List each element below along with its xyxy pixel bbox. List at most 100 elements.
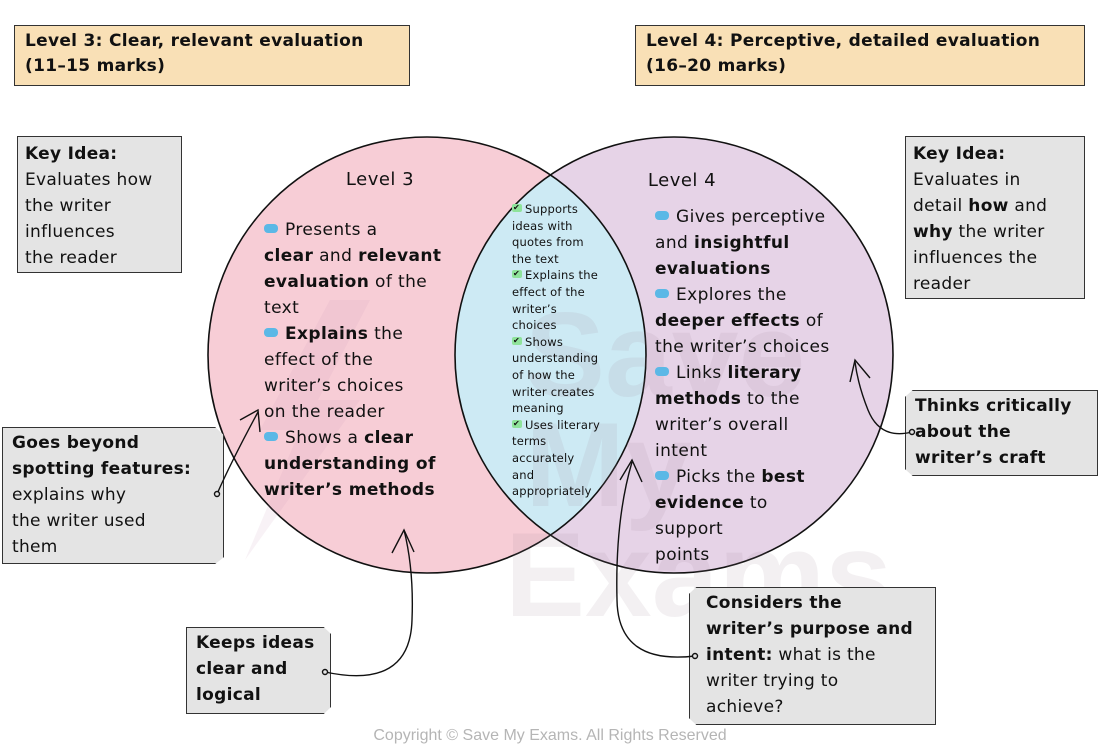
criterion-line: Supports (512, 200, 622, 218)
criterion-line: understanding (512, 351, 599, 366)
callout-line: achieve? (706, 697, 784, 717)
criterion-line: writer’s methods (264, 477, 464, 503)
text-run: Uses literary (525, 417, 601, 432)
key-idea-right-line: reader (913, 274, 971, 294)
text-run: of the (369, 272, 428, 292)
criterion-line: evaluations (655, 256, 865, 282)
callout-line-bold: clear and (196, 659, 288, 679)
key-idea-left-title: Key Idea: (25, 144, 118, 164)
text-run-bold: evidence (655, 493, 745, 513)
checkmark-icon (512, 200, 522, 217)
callout-line: explains why (12, 485, 127, 505)
callout-line-bold: logical (196, 685, 261, 705)
criterion-line: of how the (512, 367, 575, 382)
criterion-line: deeper effects of (655, 308, 865, 334)
callout-thinks-critically: Thinks critically about the writer’s cra… (905, 390, 1098, 476)
criterion-line: writer’s (512, 301, 557, 316)
callout-line-bold: writer’s purpose and (706, 619, 913, 639)
text-run: the (368, 324, 404, 344)
level3-title: Level 3 (345, 169, 415, 190)
text-run: what is the (772, 645, 876, 665)
text-run: detail (913, 196, 969, 216)
callout-goes-beyond: Goes beyond spotting features: explains … (2, 427, 224, 564)
criterion-line: the text (512, 251, 559, 266)
text-run: Links (676, 363, 728, 383)
criterion-line: accurately (512, 450, 575, 465)
text-run: Supports (525, 202, 579, 216)
key-idea-right-line: Evaluates in (913, 170, 1021, 190)
key-idea-left-line: influences (25, 222, 115, 242)
level4-banner: Level 4: Perceptive, detailed evaluation… (635, 25, 1085, 86)
text-run-bold: literary (727, 363, 802, 383)
overlap-region (455, 137, 646, 573)
text-run: Shows a (285, 428, 365, 448)
callout-line: writer trying to (706, 671, 839, 691)
text-run: Gives perceptive (676, 207, 826, 227)
text-run-bold: Explains (285, 324, 369, 344)
criterion-line: Shows a clear (264, 425, 464, 451)
shared-criterion-item: Uses literarytermsaccuratelyandappropria… (512, 416, 622, 500)
text-run: Explores the (676, 285, 787, 305)
text-run: and (1008, 196, 1048, 216)
text-run-bold: clear (264, 246, 314, 266)
text-run: writer’s choices (264, 376, 404, 396)
callout-considers-purpose: Considers the writer’s purpose and inten… (689, 587, 936, 725)
bullet-icon (655, 471, 669, 480)
criterion-line: Uses literary (512, 416, 622, 434)
criterion-line: writer’s choices (264, 373, 464, 399)
callout-line: intent: what is the (706, 642, 926, 668)
text-run-bold: how (968, 196, 1009, 216)
watermark-bolt-icon (245, 300, 370, 560)
text-run: Presents a (285, 220, 378, 240)
key-idea-left-line: the writer (25, 196, 112, 216)
key-idea-right: Key Idea: Evaluates in detail how and wh… (905, 136, 1085, 299)
callout-line-bold: Considers the (706, 593, 842, 613)
level4-title: Level 4 (647, 170, 717, 191)
text-run-bold: relevant (358, 246, 442, 266)
callout-line-bold: Keeps ideas (196, 633, 315, 653)
text-run-bold: best (761, 467, 805, 487)
criterion-line: writer’s overall (655, 412, 865, 438)
text-run: support (655, 519, 724, 539)
criterion-line: meaning (512, 401, 564, 416)
level3-circle-outline (207, 136, 647, 574)
bullet-icon (264, 224, 278, 233)
criterion-line: Explains the (264, 321, 464, 347)
level3-banner-marks: (11–15 marks) (25, 56, 166, 76)
level3-banner-title: Level 3: Clear, relevant evaluation (25, 31, 364, 51)
text-run: to (744, 493, 768, 513)
text-run-bold: clear (364, 428, 414, 448)
callout-line: the writer used (12, 511, 146, 531)
criterion-line: the writer’s choices (655, 334, 865, 360)
key-idea-left-line: the reader (25, 248, 118, 268)
criterion-line: Presents a (264, 217, 464, 243)
text-run: the writer’s choices (655, 337, 830, 357)
key-idea-right-line: detail how and (913, 193, 1077, 219)
callout-line-bold: about the (915, 422, 1011, 442)
text-run-bold: evaluation (264, 272, 370, 292)
criterion-line: effect of the (512, 284, 585, 299)
text-run-bold: writer’s methods (264, 480, 436, 500)
text-run: and (655, 233, 694, 253)
checkmark-icon (512, 416, 522, 432)
criterion-line: methods to the (655, 386, 865, 412)
criterion-line: Gives perceptive (655, 204, 865, 230)
criterion-line: Picks the best (655, 464, 865, 490)
criterion-line: Shows (512, 333, 622, 351)
criterion-line: and insightful (655, 230, 865, 256)
level4-banner-marks: (16–20 marks) (646, 56, 787, 76)
text-run: points (655, 545, 710, 565)
bullet-icon (655, 289, 669, 298)
criterion-line: understanding of (264, 451, 464, 477)
bullet-icon (655, 367, 669, 376)
copyright: Copyright © Save My Exams. All Rights Re… (373, 727, 727, 744)
text-run-bold: methods (655, 389, 742, 409)
text-run: Explains the (525, 268, 599, 283)
